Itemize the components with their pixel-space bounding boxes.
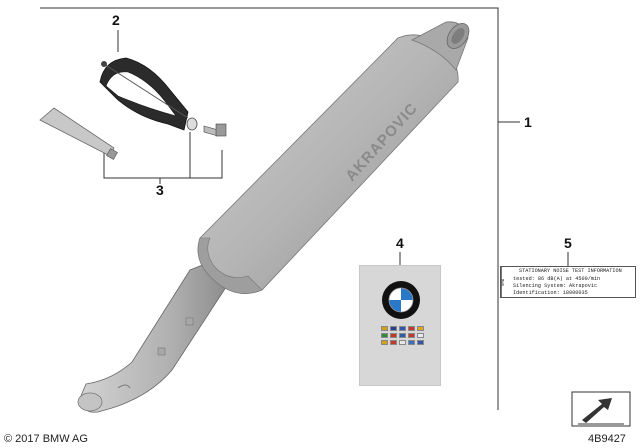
callout-1: 1: [524, 114, 532, 130]
bolt-head: [215, 123, 227, 137]
noise-label-line-2: Silencing System: Akrapovic: [513, 283, 598, 289]
copyright-text: © 2017 BMW AG: [4, 433, 88, 445]
flag-pl-icon: [399, 340, 406, 345]
paste-tube: [39, 107, 115, 157]
muffler-front-cap: [197, 237, 263, 294]
link-pipe: [79, 261, 233, 413]
pipe-tab-upper: [185, 317, 194, 326]
diagram-id: 4B9427: [588, 433, 626, 445]
flag-dk-icon: [408, 333, 415, 338]
noise-label-line-3: Identification: 18000035: [513, 290, 588, 296]
clamp-bolt-end: [101, 61, 107, 67]
frame-line: [40, 7, 499, 410]
flag-pt-icon: [390, 333, 397, 338]
noise-test-label: BMW STATIONARY NOISE TEST INFORMATION te…: [500, 266, 636, 298]
pipe-clip: [117, 384, 131, 389]
flag-uk-icon: [390, 326, 397, 331]
callout-2: 2: [112, 12, 120, 28]
clamp-inner: [105, 71, 177, 117]
noise-label-line-1: tested: 86 dB(A) at 4500/min: [513, 276, 601, 282]
flag-de-icon: [381, 326, 388, 331]
noise-label-header: STATIONARY NOISE TEST INFORMATION: [519, 268, 622, 274]
washer: [186, 117, 198, 131]
noise-label-side-text: BMW: [501, 267, 511, 297]
pipe-outlet: [77, 392, 103, 412]
bmw-logo-icon: [382, 281, 420, 319]
flag-se-icon: [399, 333, 406, 338]
pipe-tab-lower: [157, 347, 166, 356]
tail-pipe-inner: [451, 28, 465, 44]
bracket-3: [103, 150, 223, 179]
callout-5: 5: [564, 235, 572, 251]
flag-gr-icon: [408, 340, 415, 345]
flag-ru-icon: [417, 340, 424, 345]
flag-fr-icon: [399, 326, 406, 331]
arrow-symbol: [582, 398, 612, 423]
paste-tube-cap: [106, 148, 118, 160]
muffler-body: [197, 34, 459, 294]
flag-es-icon: [417, 326, 424, 331]
callout-3: 3: [156, 182, 164, 198]
clamp-rod: [103, 63, 189, 119]
flag-it-icon: [381, 333, 388, 338]
flag-fi-icon: [417, 333, 424, 338]
language-flags: [381, 326, 425, 345]
callout-4: 4: [396, 235, 404, 251]
flag-nl-icon: [408, 326, 415, 331]
rider-booklet: [359, 265, 441, 386]
flag-no-icon: [390, 340, 397, 345]
flag-be-icon: [381, 340, 388, 345]
